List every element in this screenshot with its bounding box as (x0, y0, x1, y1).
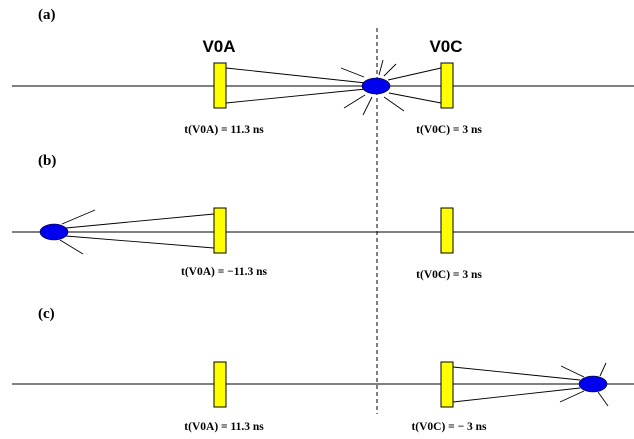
track (66, 236, 214, 248)
v0a-time-c: t(V0A) = 11.3 ns (184, 421, 264, 433)
track (379, 60, 383, 75)
track (384, 64, 396, 76)
track (560, 391, 584, 402)
track (363, 97, 372, 115)
collision-vertex-c (579, 376, 607, 392)
panel-c: (c) t(V0A) = 11.3 ns t(V0C) = − 3 ns (12, 306, 634, 433)
v0c-detector-c (441, 362, 453, 407)
v0c-time-b: t(V0C) = 3 ns (416, 269, 482, 281)
panel-c-label: (c) (38, 306, 55, 322)
track (453, 388, 580, 402)
track (66, 214, 214, 228)
track (453, 367, 580, 380)
v0a-time-a: t(V0A) = 11.3 ns (184, 124, 264, 136)
v0a-detector-b (214, 208, 226, 253)
panel-b-label: (b) (38, 153, 56, 169)
track (384, 97, 404, 111)
v0c-detector-a (441, 63, 453, 108)
panel-b: (b) t(V0A) = −11.3 ns t(V0C) = 3 ns (12, 153, 634, 281)
track (341, 68, 364, 77)
v0c-detector-b (441, 208, 453, 253)
v0c-title: V0C (429, 37, 462, 56)
track (60, 240, 83, 254)
panel-a: (a) t(V0A) = 11.3 ns t(V0C) = 3 ns (12, 7, 634, 136)
panel-a-label: (a) (38, 7, 56, 23)
track (226, 68, 366, 83)
track (226, 89, 366, 103)
v0a-detector-a (214, 63, 226, 108)
track (561, 366, 584, 377)
v0a-title: V0A (202, 37, 235, 56)
v0a-detector-c (214, 362, 226, 407)
particle-tracks-a (226, 60, 441, 115)
v0c-time-c: t(V0C) = − 3 ns (411, 421, 487, 433)
collision-vertex-b (40, 224, 68, 240)
track (598, 392, 608, 406)
collision-vertex-a (362, 78, 390, 94)
track (62, 210, 95, 224)
track (344, 95, 365, 108)
track (389, 93, 441, 103)
track (600, 363, 606, 376)
v0c-time-a: t(V0C) = 3 ns (416, 124, 482, 136)
v0a-time-b: t(V0A) = −11.3 ns (181, 266, 267, 278)
track (388, 68, 441, 80)
